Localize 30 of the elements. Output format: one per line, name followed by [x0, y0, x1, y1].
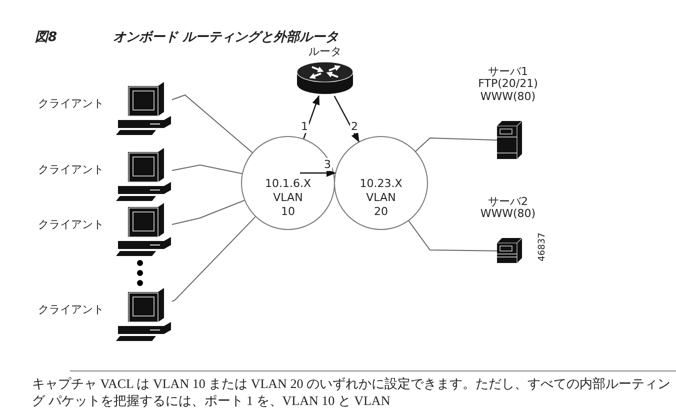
connector-line: [172, 164, 242, 174]
figure-number: 図8: [35, 29, 58, 46]
vlan-label: 10.23.X VLAN 20: [360, 177, 402, 219]
server-label: サーバ1: [487, 64, 529, 78]
note-text: キャプチャ VACL は VLAN 10 または VLAN 20 のいずれかに設定できます。ただし、すべての内部ルーティング パケットを把握するには、ポート 1 を、VLAN 10 と VLAN: [32, 375, 672, 409]
client-label: クライアント: [38, 96, 104, 111]
server-label: サーバ2: [487, 194, 529, 208]
connector-line: [408, 220, 498, 252]
edge-label: 1: [300, 120, 309, 133]
arrow: [334, 96, 360, 142]
connector-line: [415, 138, 498, 152]
arrow: [303, 95, 320, 139]
arrow: [300, 169, 336, 177]
connector-line: [172, 216, 256, 302]
vlan-circle: [334, 136, 428, 230]
server-label: FTP(20/21): [477, 77, 539, 90]
edge-label: 3: [323, 158, 332, 171]
figure-id: 46837: [537, 232, 548, 262]
figure-title: オンボード ルーティングと外部ルータ: [113, 28, 339, 46]
edge-label: 2: [350, 120, 359, 133]
client-label: クライアント: [38, 302, 104, 317]
connector-line: [172, 200, 245, 225]
connector-line: [172, 94, 253, 153]
client-label: クライアント: [38, 217, 104, 232]
server-label: WWW(80): [479, 207, 537, 220]
client-label: クライアント: [38, 162, 104, 177]
vlan-circle: [241, 136, 335, 230]
router-label: ルータ: [308, 44, 342, 59]
server-label: WWW(80): [479, 90, 537, 103]
vlan-label: 10.1.6.X VLAN 10: [264, 177, 312, 219]
